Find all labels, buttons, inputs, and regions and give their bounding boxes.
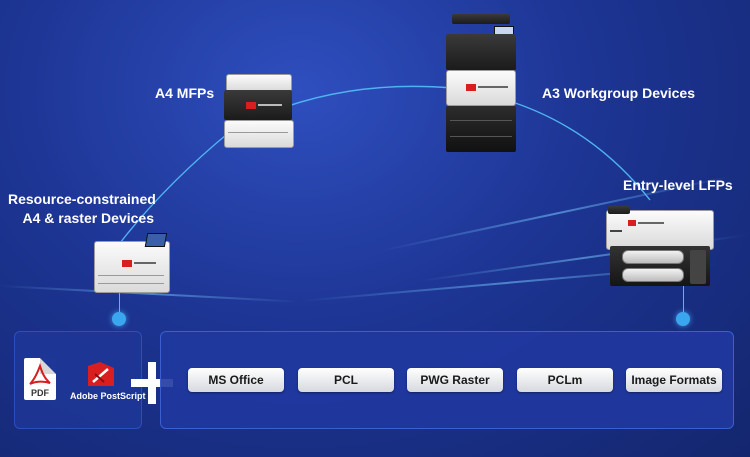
label-a3-workgroup: A3 Workgroup Devices (542, 85, 696, 101)
printer-entry-lfp (606, 206, 716, 290)
label-entry-lfps: Entry-level LFPs (623, 177, 733, 193)
node-dot-right (676, 312, 690, 326)
node-dot-left (112, 312, 126, 326)
format-chip-pclm: PCLm (517, 368, 613, 392)
plus-icon-vertical (148, 362, 156, 404)
format-chip-ms-office: MS Office (188, 368, 284, 392)
printer-screen (144, 233, 168, 247)
format-chip-pwg-raster: PWG Raster (407, 368, 503, 392)
stem-left (119, 292, 120, 314)
label-resource-constrained: Resource-constrained A4 & raster Devices (8, 190, 156, 228)
printer-a4-mfp (222, 74, 294, 148)
label-a4-mfps: A4 MFPs (155, 85, 215, 101)
label-resource-constrained-line1: Resource-constrained (8, 191, 156, 207)
arc-path (119, 85, 651, 244)
format-chip-image-formats: Image Formats (626, 368, 722, 392)
postscript-label: Adobe PostScript (70, 391, 146, 401)
label-resource-constrained-line2: A4 & raster Devices (22, 210, 154, 226)
adobe-pdf-icon (24, 358, 56, 400)
stem-right (683, 286, 684, 312)
adobe-postscript-icon (86, 360, 116, 388)
format-chip-pcl: PCL (298, 368, 394, 392)
printer-a3-workgroup (446, 14, 516, 154)
printer-small-laser (94, 231, 170, 293)
pdf-label: PDF (31, 388, 49, 398)
